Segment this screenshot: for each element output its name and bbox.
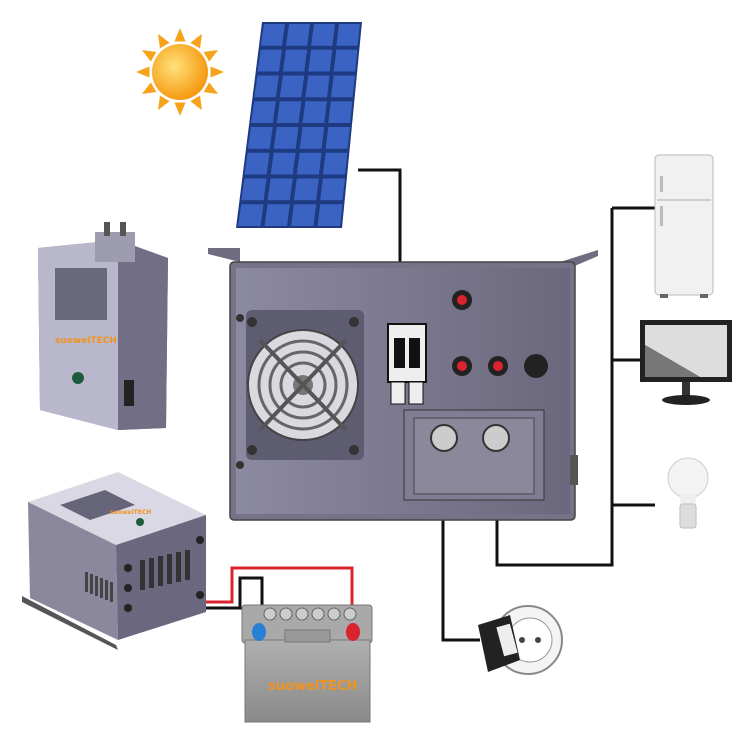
indicator-lights: [452, 290, 548, 378]
solar-cell: [322, 152, 348, 175]
solar-cell: [279, 75, 305, 98]
solar-cell: [276, 101, 302, 123]
solar-cell: [282, 49, 308, 72]
solar-cell: [257, 49, 282, 72]
solar-cell: [254, 75, 279, 98]
solar-cell: [270, 152, 296, 175]
positive-terminal-icon: [346, 623, 360, 641]
battery-icon: suoweiTECH: [241, 604, 373, 723]
solar-cell: [293, 178, 319, 201]
solar-cell: [302, 101, 327, 123]
solar-cell: [273, 127, 299, 149]
solar-cell: [291, 204, 317, 226]
solar-cell: [336, 24, 360, 46]
solar-cell: [260, 24, 285, 46]
solar-cell: [325, 127, 350, 149]
pv-terminal-icon: [387, 323, 427, 405]
solar-cell: [296, 152, 322, 175]
solar-cell: [317, 204, 343, 226]
sun-icon: [136, 28, 224, 116]
solar-cell: [267, 178, 293, 201]
solar-cell: [328, 101, 353, 123]
battery-logo: suoweiTECH: [268, 679, 357, 694]
solar-cell: [305, 75, 330, 98]
monitor-icon: [640, 320, 732, 405]
solar-cell: [333, 49, 358, 72]
refrigerator-icon: [654, 154, 714, 298]
solar-cell: [285, 24, 310, 46]
solar-panel-icon: [236, 22, 362, 228]
ac-output-panel: [403, 409, 545, 501]
solar-cell: [308, 49, 333, 72]
controller-icon: suoweiTECH: [38, 222, 168, 430]
solar-cell: [299, 127, 325, 149]
inverter-icon: [208, 248, 598, 521]
controller-logo: suoweiTECH: [55, 336, 117, 346]
negative-terminal-icon: [252, 623, 266, 641]
solar-cell: [264, 204, 290, 226]
solar-cell: [311, 24, 335, 46]
solar-cell: [330, 75, 355, 98]
socket-plug-icon: [478, 605, 563, 675]
light-bulb-icon: [667, 457, 709, 529]
solar-cell: [320, 178, 345, 201]
solar-cell: [247, 127, 273, 149]
controller-icon: suoweiTECH: [22, 472, 206, 650]
solar-cell: [241, 178, 267, 201]
solar-cell: [251, 101, 276, 123]
solar-cell: [244, 152, 270, 175]
controller-logo: suoweiTECH: [110, 509, 151, 516]
solar-cell: [238, 204, 264, 226]
fan-icon: [246, 310, 364, 460]
